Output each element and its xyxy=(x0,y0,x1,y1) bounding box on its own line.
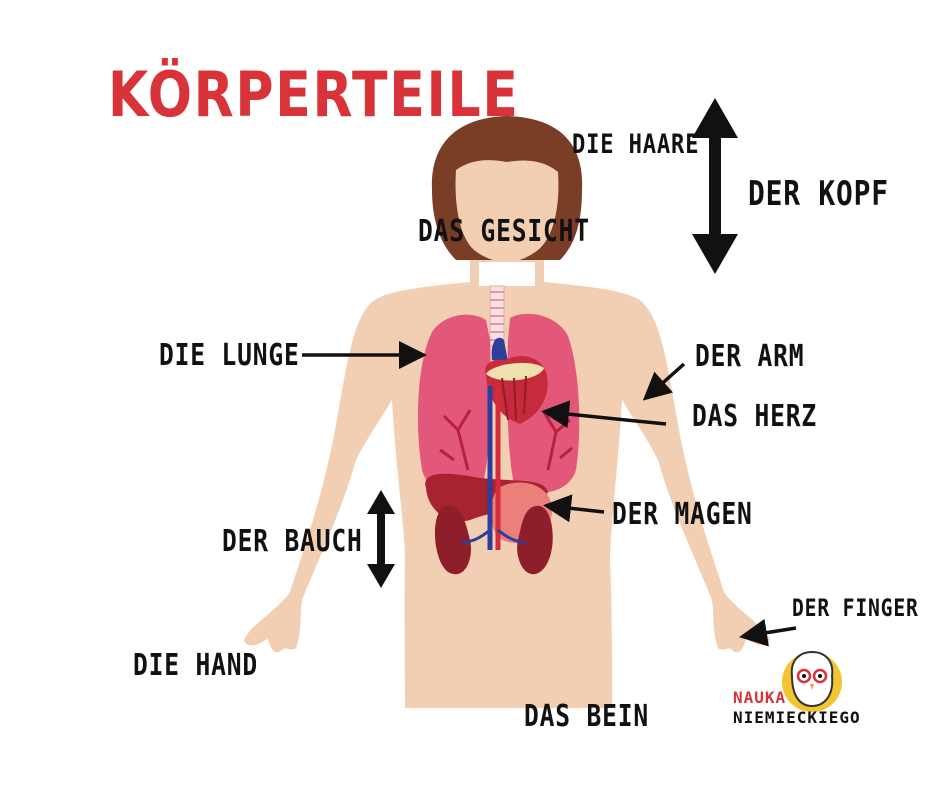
belly-range-arrow xyxy=(367,490,395,588)
label-der-arm: DER ARM xyxy=(695,339,805,374)
label-die-hand: DIE HAND xyxy=(133,648,259,683)
label-das-herz: DAS HERZ xyxy=(692,399,818,434)
head xyxy=(431,116,583,286)
logo-text-nauka: NAUKA xyxy=(733,688,787,707)
label-die-lunge: DIE LUNGE xyxy=(159,338,300,373)
heart xyxy=(485,337,548,424)
label-die-haare: DIE HAARE xyxy=(572,129,700,160)
logo-text-niemieckiego: NIEMIECKIEGO xyxy=(733,708,861,727)
label-der-finger: DER FINGER xyxy=(792,594,919,622)
pointer-arrows xyxy=(302,341,797,647)
body-silhouette xyxy=(244,250,770,708)
label-der-bauch: DER BAUCH xyxy=(222,524,363,559)
label-das-gesicht: DAS GESICHT xyxy=(418,214,590,249)
page-title: KÖRPERTEILE xyxy=(108,58,520,131)
label-das-bein: DAS BEIN xyxy=(524,699,650,734)
trachea xyxy=(489,285,505,347)
blood-vessels xyxy=(461,386,527,550)
head-range-arrow xyxy=(692,98,738,274)
label-der-magen: DER MAGEN xyxy=(612,497,753,532)
kidneys xyxy=(434,505,553,575)
logo-owl-icon xyxy=(782,650,842,712)
label-der-kopf: DER KOPF xyxy=(748,174,889,214)
